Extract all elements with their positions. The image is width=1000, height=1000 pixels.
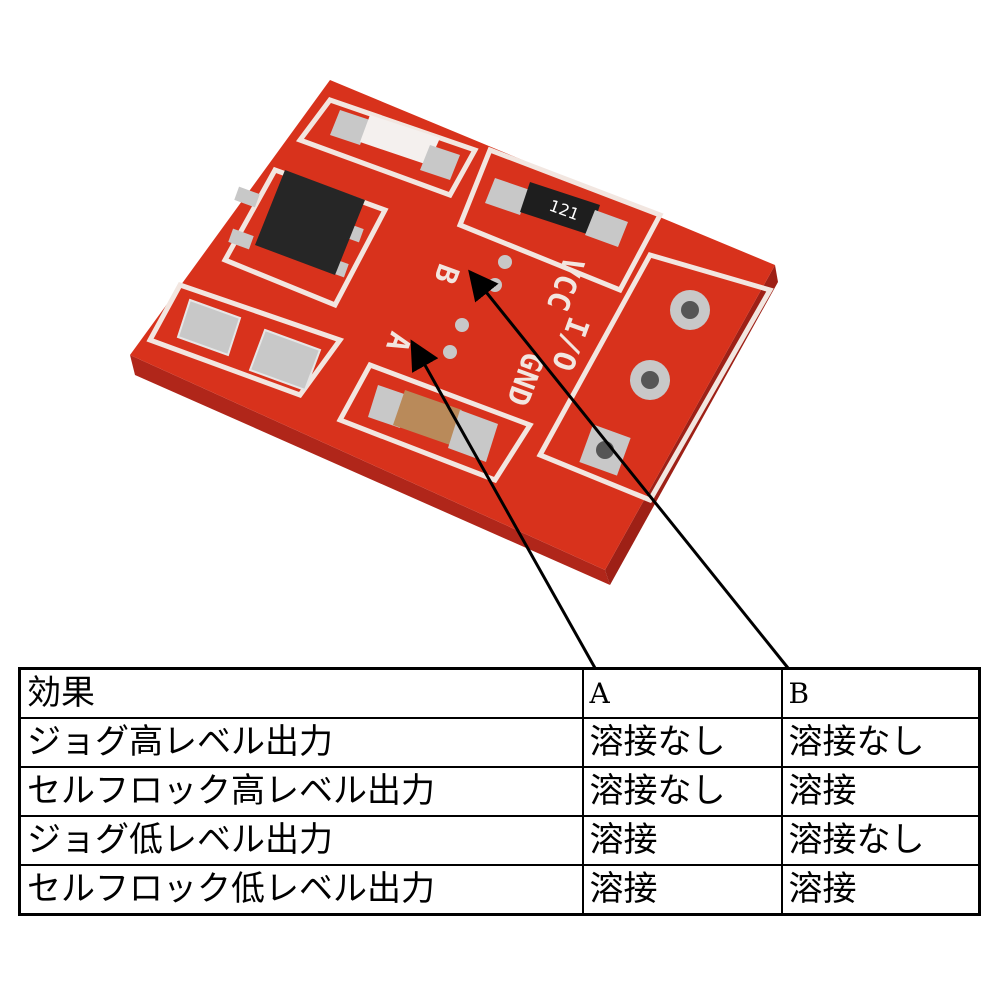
led-component bbox=[330, 110, 460, 180]
cell-a: 溶接 bbox=[581, 864, 783, 916]
table-row: ジョグ低レベル出力 溶接 溶接なし bbox=[18, 815, 981, 866]
resistor-component: 121 bbox=[485, 178, 628, 247]
pcb-photo: 121 B A VCC I/O GND bbox=[130, 80, 790, 669]
header-a: A bbox=[581, 667, 783, 719]
cell-b: 溶接 bbox=[780, 766, 981, 817]
cell-effect: セルフロック高レベル出力 bbox=[18, 766, 584, 817]
capacitor-component bbox=[368, 385, 498, 462]
header-pins bbox=[579, 290, 710, 476]
arrow-b bbox=[468, 269, 790, 669]
table-header-row: 効果 A B bbox=[18, 667, 981, 719]
ic-chip bbox=[228, 170, 365, 278]
cell-a: 溶接なし bbox=[581, 717, 783, 768]
table-row: セルフロック高レベル出力 溶接なし 溶接 bbox=[18, 766, 981, 817]
cell-b: 溶接 bbox=[780, 864, 981, 916]
arrow-a bbox=[410, 339, 597, 669]
header-b: B bbox=[780, 667, 981, 719]
header-effect: 効果 bbox=[18, 667, 584, 719]
cell-effect: セルフロック低レベル出力 bbox=[18, 864, 584, 916]
pcb-edge bbox=[130, 355, 610, 585]
touch-pads bbox=[176, 298, 322, 392]
table-row: セルフロック低レベル出力 溶接 溶接 bbox=[18, 864, 981, 916]
cell-effect: ジョグ低レベル出力 bbox=[18, 815, 584, 866]
cell-a: 溶接なし bbox=[581, 766, 783, 817]
cell-effect: ジョグ高レベル出力 bbox=[18, 717, 584, 768]
cell-a: 溶接 bbox=[581, 815, 783, 866]
effect-table: 効果 A B ジョグ高レベル出力 溶接なし 溶接なし セルフロック高レベル出力 … bbox=[18, 667, 981, 916]
cell-b: 溶接なし bbox=[780, 717, 981, 768]
cell-b: 溶接なし bbox=[780, 815, 981, 866]
table-row: ジョグ高レベル出力 溶接なし 溶接なし bbox=[18, 717, 981, 768]
